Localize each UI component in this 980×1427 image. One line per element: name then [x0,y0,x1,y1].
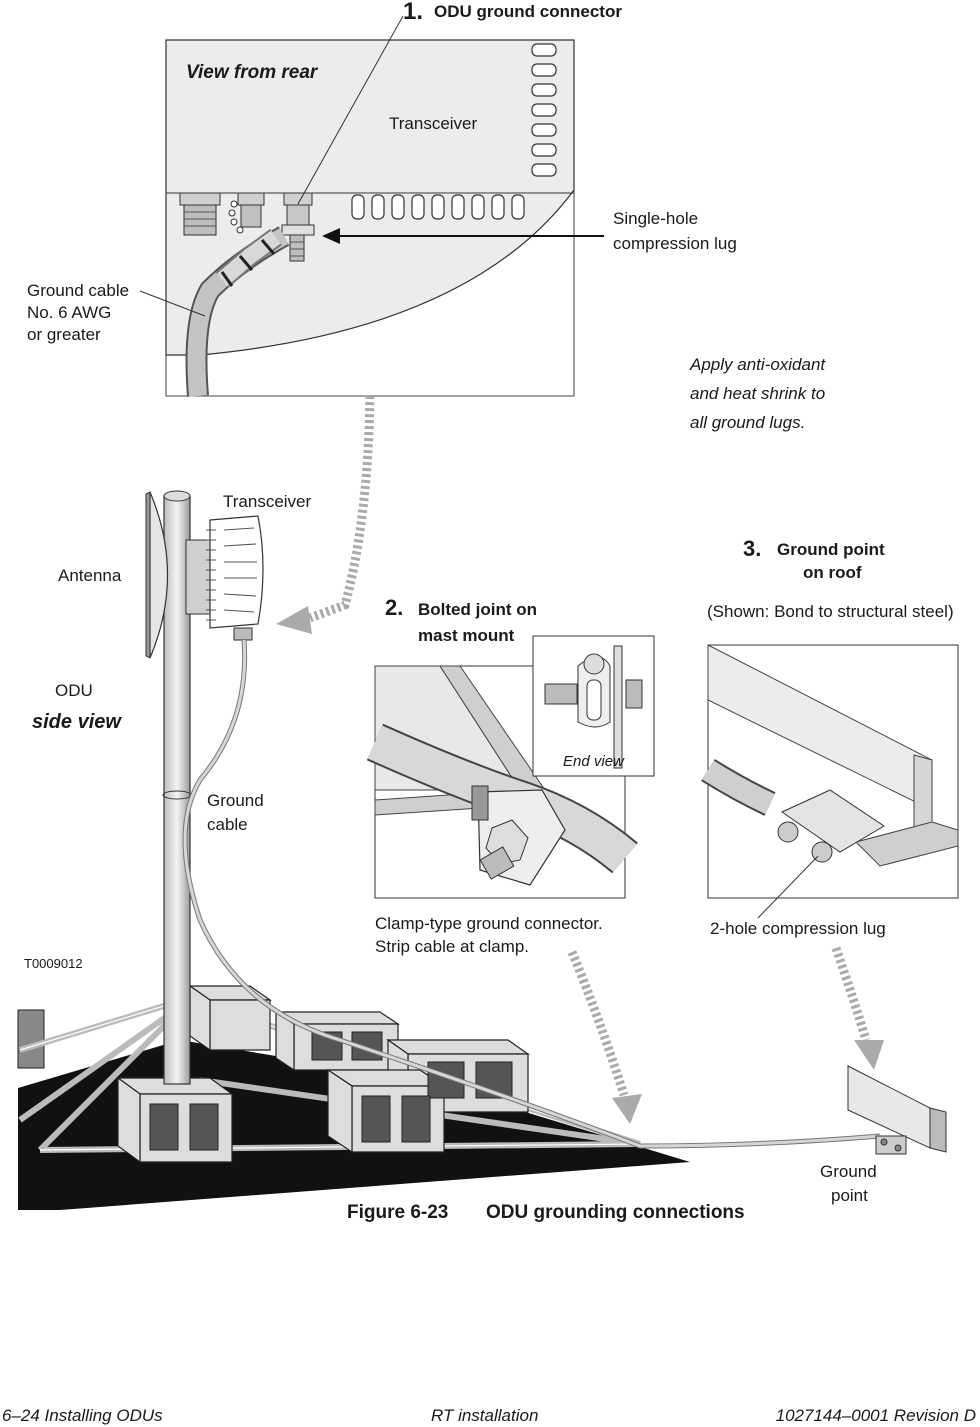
view-from-rear-label: View from rear [186,62,319,83]
ground-cable-label-line2: No. 6 AWG [27,303,111,322]
ground-cable-side-line2: cable [207,815,248,834]
antenna-dish [149,491,169,659]
shown-note: (Shown: Bond to structural steel) [707,602,954,621]
side-view-label: side view [32,711,122,733]
callout-2-number: 2. [385,595,403,620]
two-hole-lug-label: 2-hole compression lug [710,919,886,938]
footer-center: RT installation [431,1406,539,1425]
ground-cable-side-line1: Ground [207,791,264,810]
callout-3-line2: on roof [803,563,862,582]
ground-point-label-line1: Ground [820,1162,877,1181]
odu-label: ODU [55,681,93,700]
dashed-arrow-2 [567,950,642,1124]
clamp-label-line1: Clamp-type ground connector. [375,914,603,933]
antenna-label: Antenna [58,566,122,585]
connector-ports [179,192,315,262]
roof-base [17,984,690,1210]
ground-connector-stud [286,204,310,226]
bolted-joint-panel [366,635,655,899]
mount-bracket [185,539,215,615]
callout-3-number: 3. [743,536,761,561]
figure-number: Figure 6-23 [347,1202,448,1223]
lug-label-line2: compression lug [613,234,737,253]
callout-1-number: 1. [403,0,423,25]
drawing-id: T0009012 [24,956,83,971]
ground-point-label-line2: point [831,1186,868,1205]
transceiver-rear-label: Transceiver [389,114,478,133]
cable-leader-line [139,290,206,317]
rear-view-panel [139,15,604,397]
note-line3: all ground lugs. [690,413,805,432]
connector-leader-line [297,15,404,205]
transceiver-body [165,39,575,356]
compression-lug [281,224,315,236]
dashed-arrow-3 [831,946,884,1070]
ground-point-bracket [847,1065,947,1155]
ground-point-panel [701,644,959,919]
transceiver-side-label: Transceiver [223,492,312,511]
note-line2: and heat shrink to [690,384,825,403]
ground-cable-label-line3: or greater [27,325,101,344]
heat-sink-fins [351,43,557,220]
footer-left: 6–24 Installing ODUs [2,1406,163,1425]
callout-2-line1: Bolted joint on [418,600,537,619]
lug-label-line1: Single-hole [613,209,698,228]
two-hole-lug [780,789,885,853]
clamp-label-line2: Strip cable at clamp. [375,937,529,956]
dashed-arrow-1 [276,395,375,634]
footer-right: 1027144–0001 Revision D [775,1406,976,1425]
ground-cable-label-line1: Ground cable [27,281,129,300]
odu-side-view [145,490,881,1149]
end-view-label: End view [563,753,625,770]
callout-3-line1: Ground point [777,540,885,559]
note-line1: Apply anti-oxidant [689,355,826,374]
callout-2-line2: mast mount [418,626,515,645]
callout-1-title: ODU ground connector [434,2,622,21]
figure-title: ODU grounding connections [486,1202,745,1223]
